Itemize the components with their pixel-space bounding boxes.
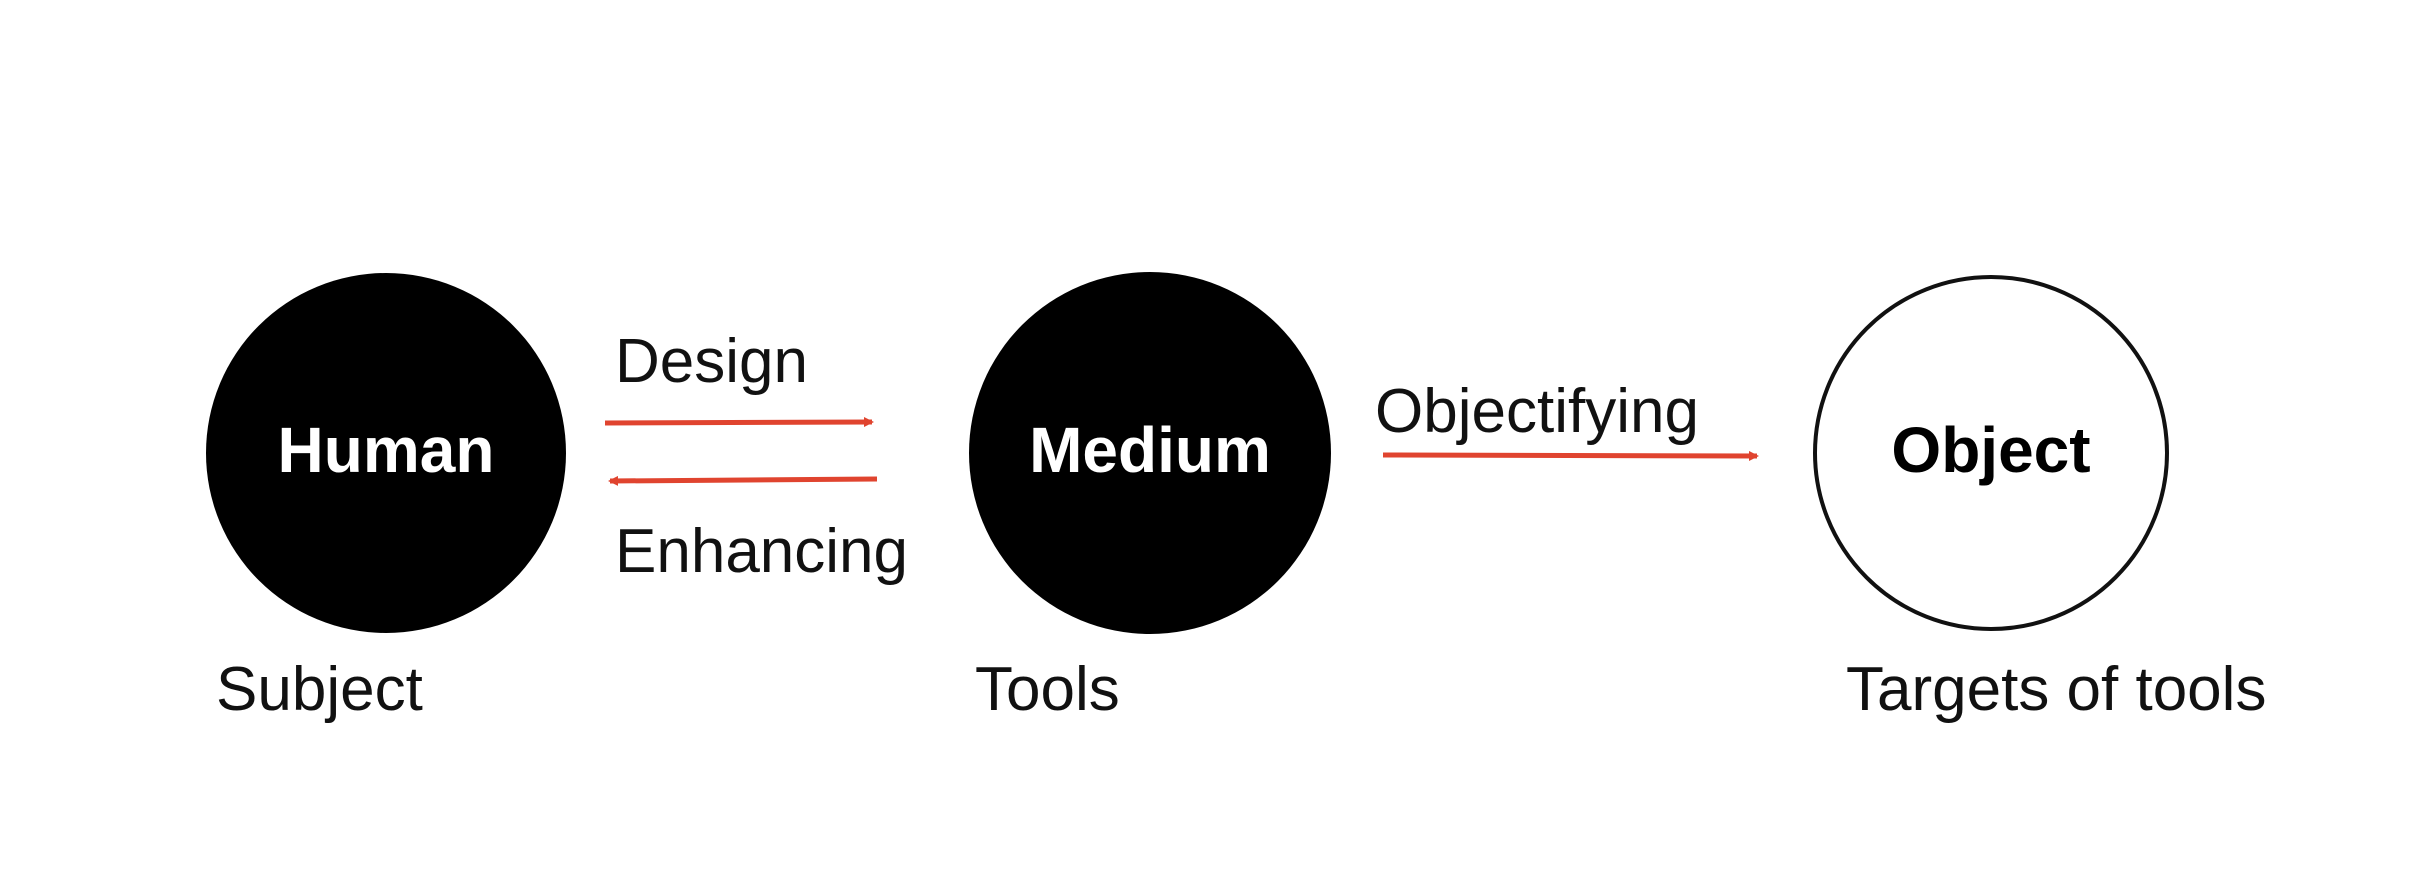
edge-enhancing: Enhancing [608,475,908,586]
enhancing-label: Enhancing [615,517,908,586]
human-circle [206,273,566,633]
design-label: Design [615,327,808,396]
enhancing-arrow [608,475,878,486]
object-circle [1813,275,2169,631]
objectifying-arrow [1382,450,1759,461]
node-human: Human [206,273,566,633]
human-caption: Subject [216,655,423,724]
object-caption: Targets of tools [1846,655,2266,724]
node-object: Object [1813,275,2169,631]
edge-objectifying: Objectifying [1375,377,1759,461]
node-medium: Medium [969,272,1331,634]
medium-label: Medium [1029,414,1271,486]
objectifying-label: Objectifying [1375,377,1699,446]
edge-design: Design [604,327,874,428]
object-label: Object [1891,414,2090,486]
medium-circle [969,272,1331,634]
human-label: Human [278,414,495,486]
design-arrow [604,417,874,428]
medium-caption: Tools [975,655,1120,724]
